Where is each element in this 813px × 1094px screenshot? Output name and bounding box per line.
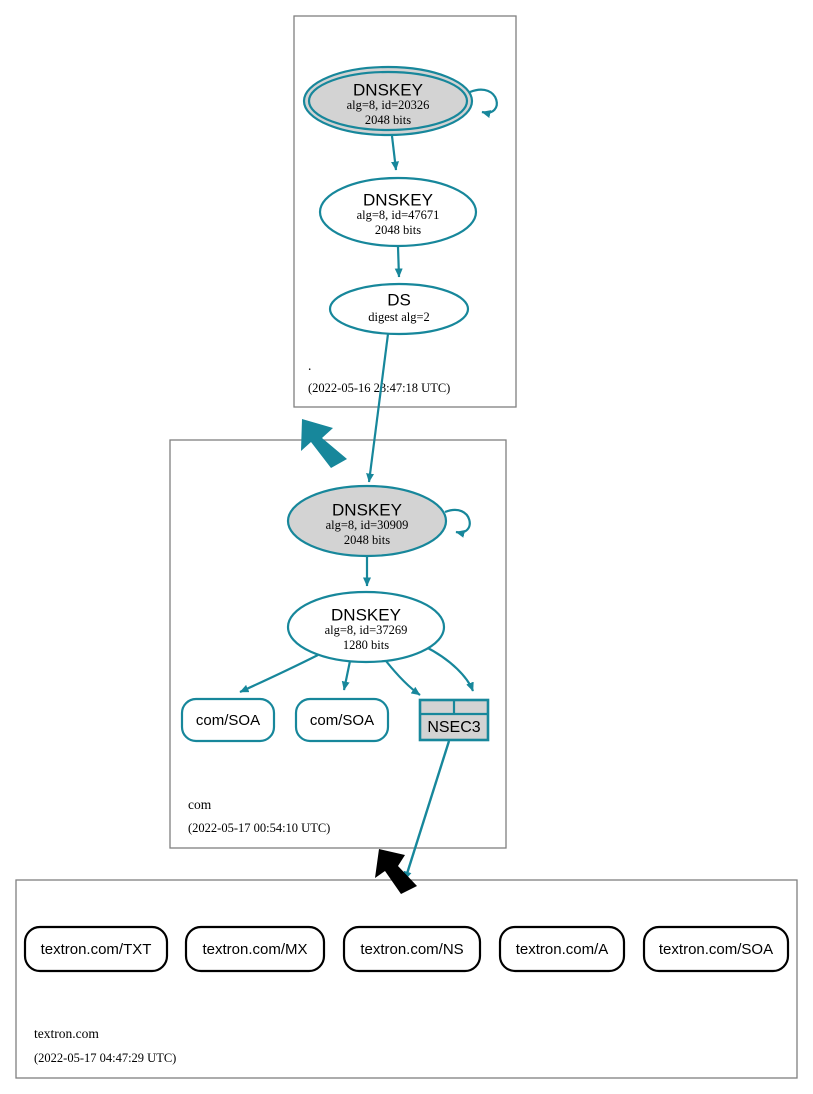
edge-nsec3-to-textron-zone (403, 740, 451, 881)
node-root-ksk-dnskey[interactable]: DNSKEY alg=8, id=20326 2048 bits (302, 65, 474, 137)
node-com-soa-rrset-2[interactable]: com/SOA (294, 697, 390, 743)
zone-timestamp-root: (2022-05-16 23:47:18 UTC) (308, 381, 450, 395)
zone-label-textron: textron.com (34, 1026, 99, 1041)
node-com-soa-rrset-1[interactable]: com/SOA (180, 697, 276, 743)
node-com-soa-rrset-2-label: com/SOA (310, 712, 374, 729)
edge-ds-to-com-ksk (366, 333, 390, 483)
edge-com-zsk-to-nsec3-left (385, 660, 421, 696)
node-com-nsec3[interactable]: NSEC3 (418, 698, 490, 742)
node-com-zsk-alg-id: alg=8, id=37269 (325, 623, 408, 637)
node-root-ksk-bits: 2048 bits (365, 113, 411, 127)
node-textron-txt-rrset-label: textron.com/TXT (41, 941, 152, 958)
edge-root-ksk-self-signature (469, 88, 498, 118)
node-com-ksk-alg-id: alg=8, id=30909 (326, 518, 409, 532)
node-com-ksk-title: DNSKEY (332, 500, 402, 519)
zone-timestamp-textron: (2022-05-17 04:47:29 UTC) (34, 1051, 176, 1065)
edge-root-ksk-to-zsk (390, 135, 399, 171)
node-textron-a-rrset-label: textron.com/A (516, 941, 609, 958)
node-textron-ns-rrset-label: textron.com/NS (360, 941, 463, 958)
delegation-arrow-com-to-textron (375, 849, 417, 894)
node-root-ds[interactable]: DS digest alg=2 (328, 282, 470, 336)
node-textron-txt-rrset[interactable]: textron.com/TXT (23, 925, 169, 973)
edge-com-zsk-to-nsec3-right (423, 645, 475, 692)
node-root-ksk-alg-id: alg=8, id=20326 (347, 98, 430, 112)
node-textron-soa-rrset[interactable]: textron.com/SOA (642, 925, 790, 973)
node-textron-a-rrset[interactable]: textron.com/A (498, 925, 626, 973)
zone-box-textron: textron.com (2022-05-17 04:47:29 UTC) (15, 879, 798, 1079)
edge-com-zsk-to-soa-2 (341, 660, 352, 691)
node-com-zsk-bits: 1280 bits (343, 638, 389, 652)
node-root-zsk-bits: 2048 bits (375, 223, 421, 237)
node-com-zsk-title: DNSKEY (331, 605, 401, 624)
zone-timestamp-com: (2022-05-17 00:54:10 UTC) (188, 821, 330, 835)
node-root-zsk-dnskey[interactable]: DNSKEY alg=8, id=47671 2048 bits (318, 176, 478, 248)
node-root-ds-title: DS (387, 290, 411, 309)
node-textron-ns-rrset[interactable]: textron.com/NS (342, 925, 482, 973)
zone-label-com: com (188, 797, 212, 812)
node-root-zsk-title: DNSKEY (363, 190, 433, 209)
node-root-ksk-title: DNSKEY (353, 80, 423, 99)
edge-com-ksk-self-signature (444, 508, 471, 538)
zone-label-root: . (308, 358, 311, 373)
node-com-nsec3-label: NSEC3 (427, 719, 480, 736)
node-com-soa-rrset-1-label: com/SOA (196, 712, 260, 729)
edge-root-zsk-to-ds (394, 246, 403, 278)
edge-com-zsk-to-soa-1 (239, 654, 319, 694)
node-root-ds-digest: digest alg=2 (368, 310, 430, 324)
node-textron-mx-rrset-label: textron.com/MX (202, 941, 307, 958)
node-com-ksk-bits: 2048 bits (344, 533, 390, 547)
delegation-arrow-root-to-com (301, 419, 347, 468)
node-textron-soa-rrset-label: textron.com/SOA (659, 941, 773, 958)
node-com-ksk-dnskey[interactable]: DNSKEY alg=8, id=30909 2048 bits (286, 484, 448, 558)
node-textron-mx-rrset[interactable]: textron.com/MX (184, 925, 326, 973)
node-root-zsk-alg-id: alg=8, id=47671 (357, 208, 440, 222)
node-com-zsk-dnskey[interactable]: DNSKEY alg=8, id=37269 1280 bits (286, 590, 446, 664)
